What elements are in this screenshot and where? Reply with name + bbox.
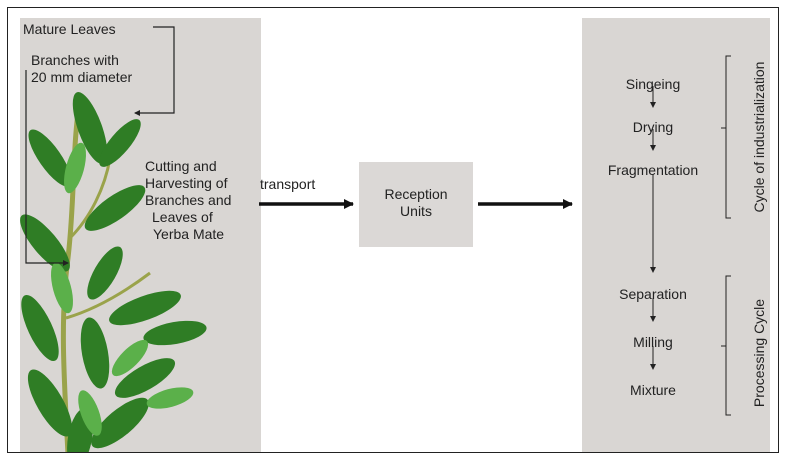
reception-label-line2: Units	[400, 203, 432, 219]
yerba-mate-plant-image	[20, 92, 207, 452]
step-separation: Separation	[619, 286, 687, 302]
branches-label-line2: 20 mm diameter	[31, 69, 133, 85]
cutting-label-line2: Harvesting of	[145, 175, 228, 191]
processing-panel: Singeing Drying Fragmentation Separation…	[582, 18, 770, 452]
harvest-panel: Mature Leaves Branches with 20 mm diamet…	[20, 18, 261, 452]
step-drying: Drying	[632, 119, 674, 135]
cutting-label-line1: Cutting and	[145, 158, 217, 174]
step-fragmentation: Fragmentation	[607, 162, 699, 178]
step-mixture: Mixture	[630, 382, 676, 398]
cutting-label-line5: Yerba Mate	[153, 226, 225, 242]
cutting-label-line4: Leaves of	[152, 209, 213, 225]
processing-bracket	[721, 275, 731, 416]
branches-pointer	[25, 70, 69, 266]
transport-label: transport	[260, 176, 316, 192]
industrialization-bracket	[721, 55, 731, 219]
step-singeing: Singeing	[625, 76, 681, 92]
mature-leaves-pointer	[134, 26, 175, 116]
diagram-frame: Mature Leaves Branches with 20 mm diamet…	[7, 7, 779, 453]
reception-label-line1: Reception	[384, 186, 448, 202]
mature-leaves-label: Mature Leaves	[23, 21, 116, 37]
connector-overlay	[25, 26, 731, 416]
step-milling: Milling	[633, 334, 673, 350]
branches-label-line1: Branches with	[31, 52, 119, 68]
reception-units-box: Reception Units	[359, 162, 473, 247]
cutting-label-line3: Branches and	[145, 192, 232, 208]
